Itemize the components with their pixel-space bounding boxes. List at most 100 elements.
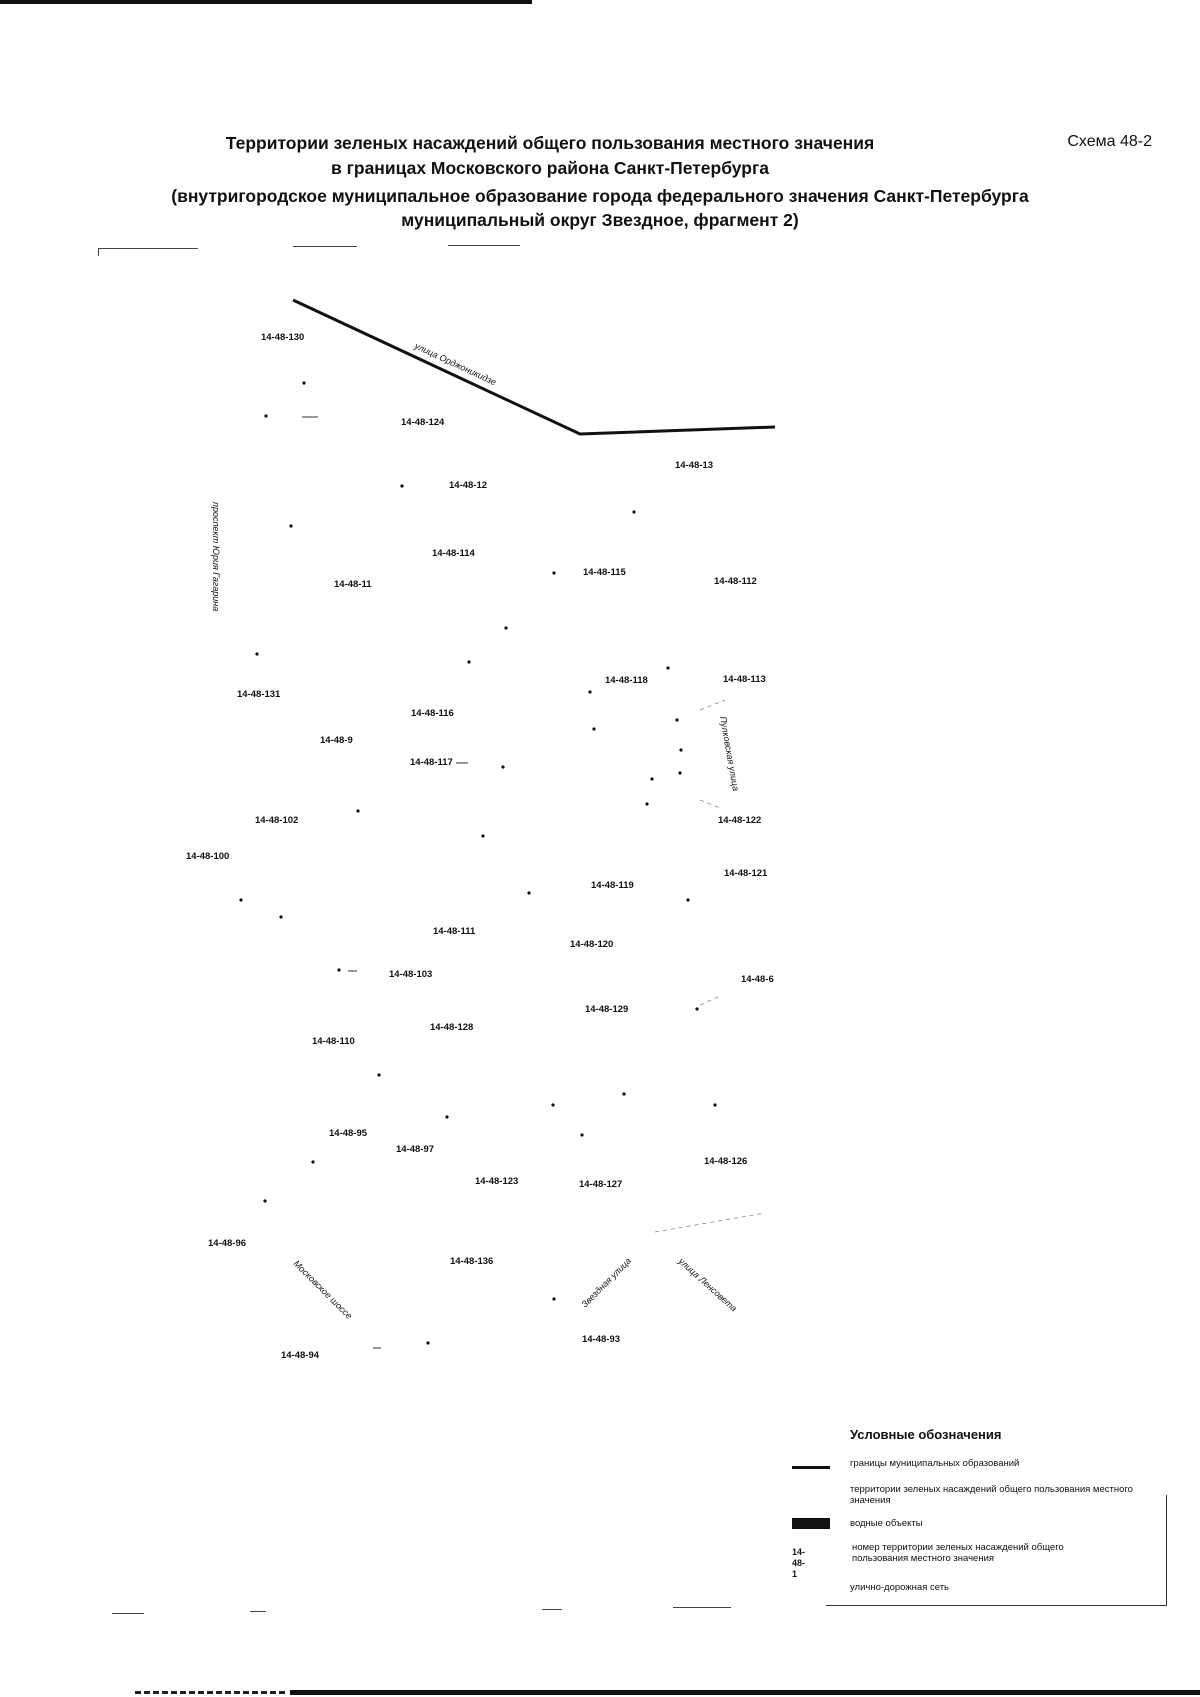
- legend-item-text: улично-дорожная сеть: [850, 1582, 950, 1593]
- territory-label: 14-48-121: [724, 868, 768, 879]
- territory-label: 14-48-13: [675, 460, 713, 471]
- map-mark: [400, 484, 404, 488]
- map-mark: [713, 1103, 717, 1107]
- territory-label: 14-48-119: [591, 880, 634, 891]
- boundary-line-symbol: [792, 1466, 830, 1469]
- street-label: улица Орджоникидзе: [412, 340, 498, 387]
- footer-rule: [250, 1611, 266, 1612]
- street-segment: [699, 994, 723, 1006]
- map-mark: [311, 1160, 315, 1164]
- bottom-edge-bar: [290, 1690, 1200, 1695]
- territory-label: 14-48-95: [329, 1128, 368, 1139]
- map-mark: [552, 571, 556, 575]
- footer-rule: [112, 1613, 144, 1614]
- map-mark: [264, 414, 268, 418]
- territory-label: 14-48-130: [261, 332, 304, 343]
- map-mark: [289, 524, 293, 528]
- map-mark: [337, 968, 341, 972]
- territory-label: 14-48-6: [741, 974, 774, 985]
- map-mark: [666, 666, 670, 670]
- number-symbol: 14-48-1: [792, 1547, 806, 1579]
- territory-label: 14-48-114: [432, 548, 476, 559]
- map-mark: [675, 718, 679, 722]
- map-subtitle-line-1: (внутригородское муниципальное образован…: [171, 186, 1029, 206]
- map-mark: [686, 898, 690, 902]
- map-mark: [580, 1133, 584, 1137]
- header-rule: [98, 248, 198, 249]
- map-mark: [695, 1007, 699, 1011]
- header-rule: [293, 246, 357, 247]
- map-title-line-2: в границах Московского района Санкт-Пете…: [330, 158, 770, 178]
- legend-frame: [826, 1495, 1167, 1606]
- territory-label: 14-48-117: [410, 757, 453, 768]
- territory-label: 14-48-136: [450, 1256, 493, 1267]
- water-symbol: [792, 1518, 830, 1529]
- street-label: Пулковская улица: [718, 716, 741, 792]
- header-rule: [448, 245, 520, 246]
- bottom-edge-dash: [135, 1691, 285, 1694]
- territory-label: 14-48-115: [583, 567, 627, 578]
- small-marks: [239, 381, 717, 1349]
- territory-label: 14-48-97: [396, 1144, 434, 1155]
- territory-label: 14-48-126: [704, 1156, 747, 1167]
- map-mark: [302, 381, 306, 385]
- legend-item-text: номер территории зеленых насаждений обще…: [852, 1542, 1064, 1564]
- territory-label: 14-48-11: [334, 579, 372, 590]
- street-segment: [654, 1212, 766, 1233]
- map-mark: [481, 834, 485, 838]
- street-segment: [699, 799, 721, 809]
- map-mark: [255, 652, 259, 656]
- territory-label: 14-48-118: [605, 675, 648, 686]
- header-rule: [98, 248, 99, 256]
- street-label: Звездная улица: [579, 1256, 633, 1310]
- territory-label: 14-48-102: [255, 815, 298, 826]
- territory-label: 14-48-112: [714, 576, 757, 587]
- map-subtitle-line-2: муниципальный округ Звездное, фрагмент 2…: [401, 210, 799, 230]
- map-mark: [645, 802, 649, 806]
- territory-label: 14-48-96: [208, 1238, 246, 1249]
- legend-item-text: водные объекты: [850, 1518, 923, 1529]
- map-mark: [592, 727, 596, 731]
- map-mark: [445, 1115, 449, 1119]
- map-mark: [622, 1092, 626, 1096]
- footer-rule: [673, 1607, 731, 1608]
- map-mark: [239, 898, 243, 902]
- territory-label: 14-48-111: [433, 926, 476, 937]
- map-mark: [501, 765, 505, 769]
- map-mark: [552, 1297, 556, 1301]
- territory-label: 14-48-116: [411, 708, 454, 719]
- map-mark: [551, 1103, 555, 1107]
- map-mark: [279, 915, 283, 919]
- territory-label: 14-48-100: [186, 851, 229, 862]
- territory-label: 14-48-127: [579, 1179, 622, 1190]
- street-label: улица Ленсовета: [676, 1255, 739, 1313]
- map-mark: [527, 891, 531, 895]
- territory-label: 14-48-94: [281, 1350, 320, 1361]
- street-label: проспект Юрия Гагарина: [211, 502, 221, 611]
- territory-label: 14-48-120: [570, 939, 613, 950]
- territory-label: 14-48-122: [718, 815, 761, 826]
- territory-label: 14-48-124: [401, 417, 445, 428]
- map-mark: [588, 690, 592, 694]
- territory-label: 14-48-131: [237, 689, 281, 700]
- footer-rule: [542, 1609, 562, 1610]
- scheme-number: Схема 48-2: [1067, 133, 1152, 150]
- map-mark: [263, 1199, 267, 1203]
- territory-label: 14-48-12: [449, 480, 487, 491]
- map-mark: [678, 771, 682, 775]
- map-mark: [504, 626, 508, 630]
- map-mark: [426, 1341, 430, 1345]
- territory-label: 14-48-123: [475, 1176, 518, 1187]
- map-mark: [679, 748, 683, 752]
- map-mark: [632, 510, 636, 514]
- territory-labels: 14-48-130 14-48-124 14-48-13 14-48-12 14…: [186, 332, 774, 1361]
- territory-label: 14-48-110: [312, 1036, 355, 1047]
- legend-item-text: границы муниципальных образований: [850, 1458, 1020, 1469]
- territory-label: 14-48-113: [723, 674, 766, 685]
- map-title-line-1: Территории зеленых насаждений общего пол…: [225, 133, 875, 153]
- legend-title: Условные обозначения: [850, 1427, 1002, 1442]
- territory-label: 14-48-129: [585, 1004, 628, 1015]
- street-segment: [699, 699, 726, 711]
- map-mark: [467, 660, 471, 664]
- territory-label: 14-48-103: [389, 969, 432, 980]
